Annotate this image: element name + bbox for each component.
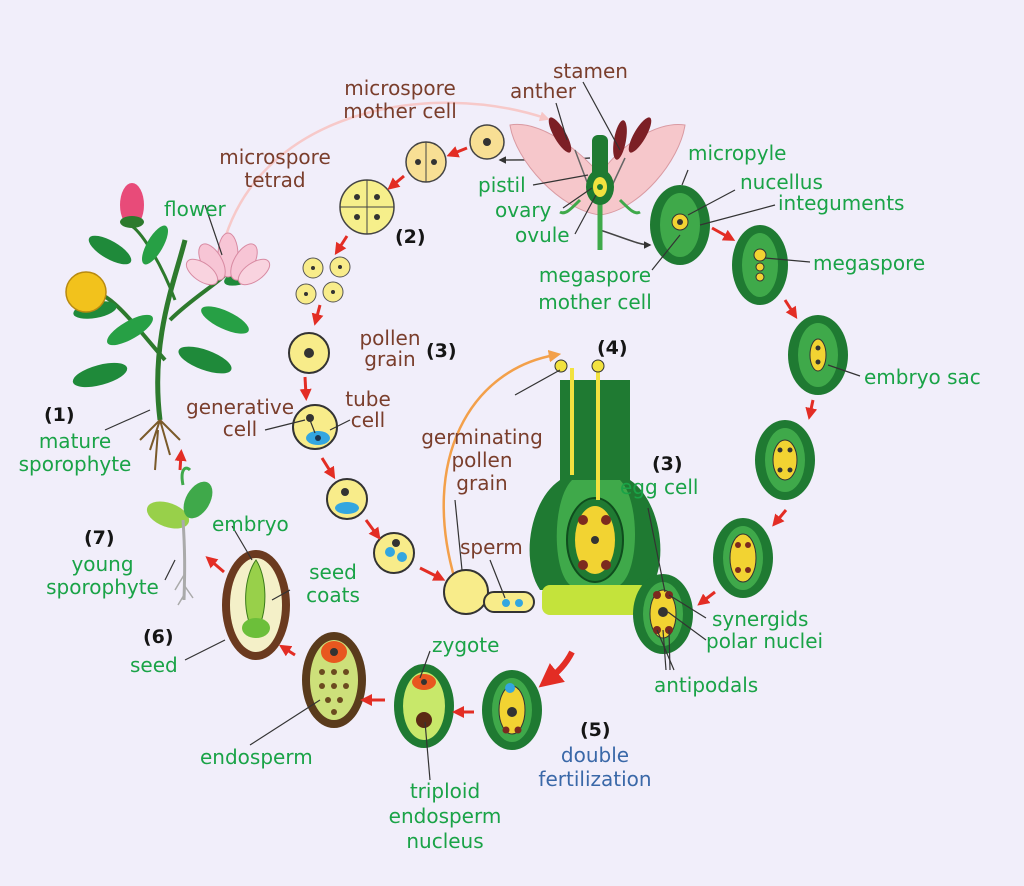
nucellus-label: nucellus xyxy=(740,170,823,194)
stage-3-number-pollen: (3) xyxy=(426,340,457,362)
pistil-section-icon xyxy=(529,359,661,615)
leader-lines xyxy=(104,81,861,781)
stage-3-number-egg: (3) xyxy=(652,453,683,475)
tube-cell-label: tube cell xyxy=(345,387,391,432)
synergids-label: synergids xyxy=(712,607,809,631)
flower-section-icon xyxy=(509,117,686,250)
polar-nuclei-label: polar nuclei xyxy=(706,629,824,653)
generative-cell-label: generative cell xyxy=(186,395,294,441)
flower-to-stamen-curve xyxy=(221,101,550,246)
anther-label: anther xyxy=(510,79,576,103)
ovule-icon xyxy=(302,185,848,750)
antipodals-label: antipodals xyxy=(654,673,759,697)
double-fertilization-label: double fertilization xyxy=(538,743,652,791)
pistil-label: pistil xyxy=(478,173,526,197)
embryo-sac-label: embryo sac xyxy=(864,365,981,389)
stage-1-number: (1) xyxy=(44,404,75,426)
embryo-label: embryo xyxy=(212,512,289,536)
flowering-plant-icon xyxy=(65,183,271,471)
egg-cell-label: egg cell xyxy=(620,475,699,499)
germinating-pollen-grain-label: germinating pollen grain xyxy=(421,425,543,495)
seed-label: seed xyxy=(130,653,178,677)
pollen-icon xyxy=(288,124,535,615)
seed-icon xyxy=(222,550,290,660)
microspore-tetrad-label: microspore tetrad xyxy=(219,145,331,192)
zygote-label: zygote xyxy=(432,633,500,657)
young-sporophyte-label: young sporophyte xyxy=(46,552,159,599)
micropyle-label: micropyle xyxy=(688,141,787,165)
seedling-icon xyxy=(146,466,213,606)
ovule-label: ovule xyxy=(515,223,570,247)
megaspore-label: megaspore xyxy=(813,251,926,275)
fertilization-arrow xyxy=(538,650,575,688)
step-arrows xyxy=(174,146,818,718)
ovule-to-megaspore-curve xyxy=(599,229,652,249)
endosperm-label: endosperm xyxy=(200,745,313,769)
stage-5-number: (5) xyxy=(580,719,611,741)
megaspore-mother-cell-label: megaspore mother cell xyxy=(538,263,652,314)
ovary-label: ovary xyxy=(495,198,552,222)
mature-sporophyte-label: mature sporophyte xyxy=(18,429,132,476)
stamen-label: stamen xyxy=(553,59,628,83)
pollen-to-stigma-curve xyxy=(442,349,562,581)
integuments-label: integuments xyxy=(778,191,905,215)
pollen-grain-label: pollen grain xyxy=(359,326,421,371)
stage-6-number: (6) xyxy=(143,626,174,648)
flower-label: flower xyxy=(164,197,226,221)
triploid-endosperm-nucleus-label: triploid endosperm nucleus xyxy=(388,779,502,853)
stage-7-number: (7) xyxy=(84,527,115,549)
sperm-label: sperm xyxy=(460,535,523,559)
seed-coats-label: seed coats xyxy=(306,560,360,607)
microspore-mother-cell-label: microspore mother cell xyxy=(343,76,457,123)
stage-4-number: (4) xyxy=(597,337,628,359)
stage-2-number: (2) xyxy=(395,226,426,248)
